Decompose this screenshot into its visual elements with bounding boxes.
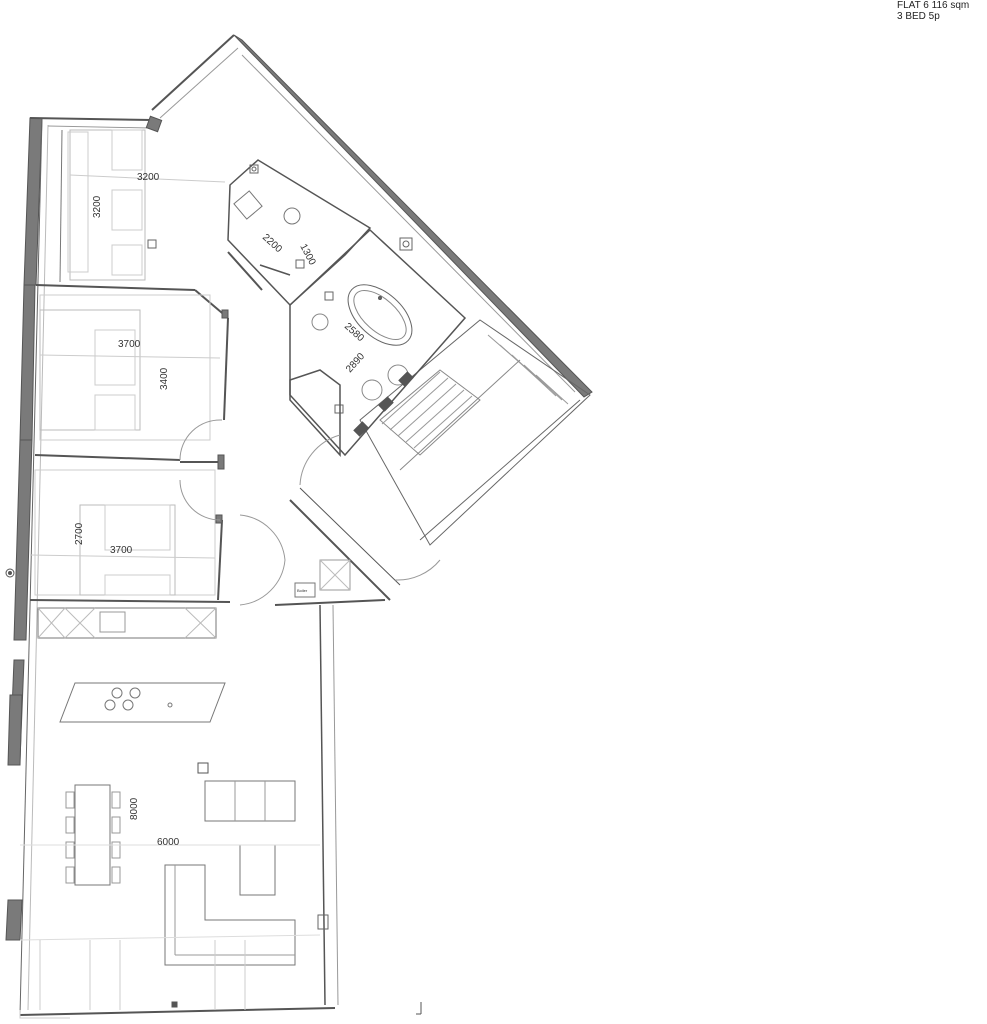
bedroom-1	[35, 129, 226, 291]
bedroom-2-depth-label: 3400	[159, 367, 170, 390]
flat-area-label: FLAT 6 116 sqm	[897, 0, 970, 11]
exterior-wall-left-lower	[5, 899, 23, 941]
hallway	[239, 434, 441, 606]
bedroom-3	[29, 454, 231, 603]
ensuite-dim-a-label: 2200	[260, 232, 284, 255]
exterior-wall-left	[9, 117, 43, 761]
living-depth-label: 8000	[129, 797, 140, 820]
plan-title: FLAT 6 116 sqm 3 BED 5p	[897, 0, 987, 22]
ensuite-dim-b-label: 1300	[297, 242, 317, 267]
bedroom-2-width-label: 3700	[118, 339, 141, 350]
bedroom-1-width-label: 3200	[137, 172, 160, 183]
exterior-wall-diagonal	[233, 34, 593, 398]
bedroom-3-depth-label: 2700	[74, 522, 85, 545]
living-width-label: 6000	[157, 837, 180, 848]
bedroom-3-width-label: 3700	[110, 545, 133, 556]
exterior-wall-left-mid	[7, 694, 23, 766]
kitchen-living	[19, 604, 422, 1019]
boiler-label: Boiler	[297, 588, 308, 593]
stair-core	[359, 319, 591, 546]
ensuite	[227, 159, 372, 307]
bathroom-dim-b-label: 2890	[344, 351, 367, 375]
bathroom	[289, 228, 467, 457]
bathroom-dim-a-label: 2580	[342, 321, 366, 344]
bedroom-1-depth-label: 3200	[92, 195, 103, 218]
bed-count-label: 3 BED 5p	[897, 11, 940, 22]
bedroom-2	[34, 289, 229, 461]
